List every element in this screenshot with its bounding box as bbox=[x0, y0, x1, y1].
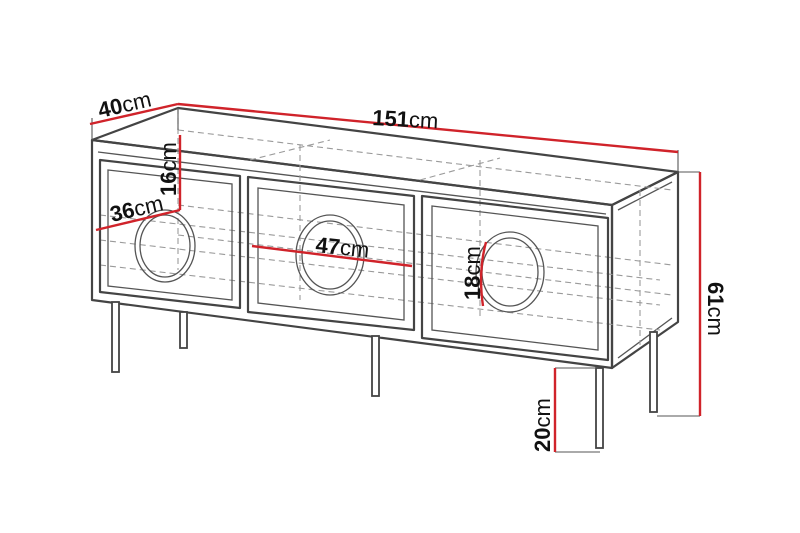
handle-diameter-dimension-line bbox=[479, 241, 488, 307]
depth-label: 40cm bbox=[96, 86, 154, 122]
compartment-height-label: 16cm bbox=[156, 142, 181, 196]
height-label: 61cm bbox=[703, 282, 728, 336]
svg-text:36cm: 36cm bbox=[108, 190, 166, 226]
compartment-width-label: 47cm bbox=[314, 232, 370, 262]
hidden-lines bbox=[99, 108, 673, 345]
depth-dimension-line bbox=[89, 102, 179, 126]
door-left bbox=[98, 158, 242, 310]
extension-lines bbox=[91, 108, 700, 453]
dimension-lines bbox=[89, 102, 702, 452]
compartment-depth-label: 36cm bbox=[108, 190, 166, 226]
door-middle bbox=[246, 175, 416, 332]
handle-diameter-label: 18cm bbox=[460, 246, 485, 300]
svg-text:151cm: 151cm bbox=[372, 105, 439, 133]
svg-text:47cm: 47cm bbox=[314, 232, 370, 262]
width-dimension-line bbox=[177, 102, 679, 154]
svg-text:20cm: 20cm bbox=[530, 398, 555, 452]
door-right bbox=[420, 194, 610, 362]
svg-text:61cm: 61cm bbox=[703, 282, 728, 336]
svg-text:40cm: 40cm bbox=[96, 86, 154, 122]
svg-text:16cm: 16cm bbox=[156, 142, 181, 196]
compartment-depth-dimension-line bbox=[95, 208, 181, 232]
leg-height-label: 20cm bbox=[530, 398, 555, 452]
compartment-width-dimension-line bbox=[251, 244, 413, 268]
width-label: 151cm bbox=[372, 105, 439, 133]
svg-text:18cm: 18cm bbox=[460, 246, 485, 300]
legs bbox=[111, 301, 658, 449]
